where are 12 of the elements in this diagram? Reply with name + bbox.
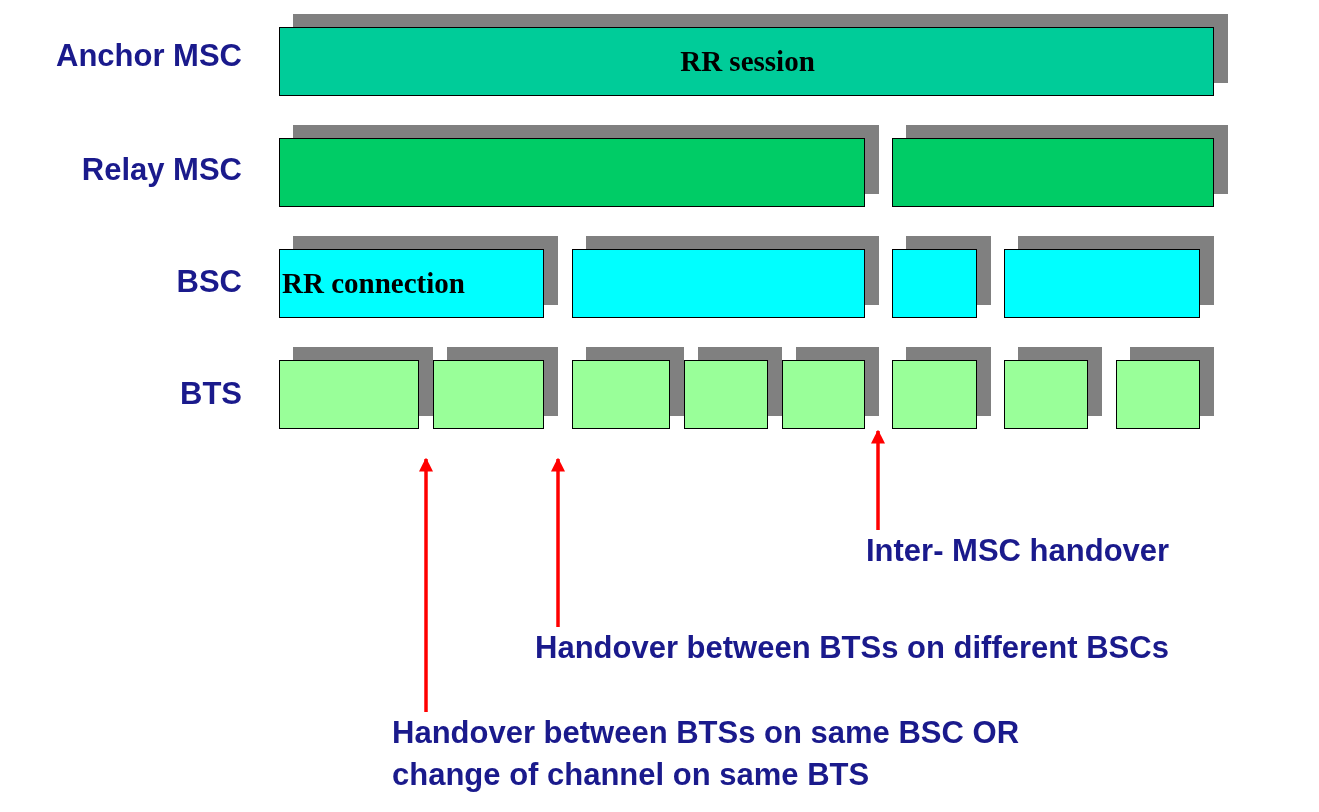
- row-label: BSC: [176, 264, 242, 300]
- arrow: [871, 429, 885, 530]
- annotation-text: Handover between BTSs on different BSCs: [535, 627, 1315, 669]
- annotation-text: Inter- MSC handover: [866, 530, 1296, 572]
- annotation-text: Handover between BTSs on same BSC OR change of channel on same BTS: [392, 712, 1042, 796]
- arrow: [551, 457, 565, 627]
- arrow: [419, 457, 433, 712]
- row-label: Relay MSC: [81, 152, 242, 188]
- box-label: RR connection: [281, 267, 465, 300]
- row-label: BTS: [180, 376, 242, 412]
- row-label: Anchor MSC: [56, 38, 242, 74]
- box-label: RR session: [679, 45, 815, 78]
